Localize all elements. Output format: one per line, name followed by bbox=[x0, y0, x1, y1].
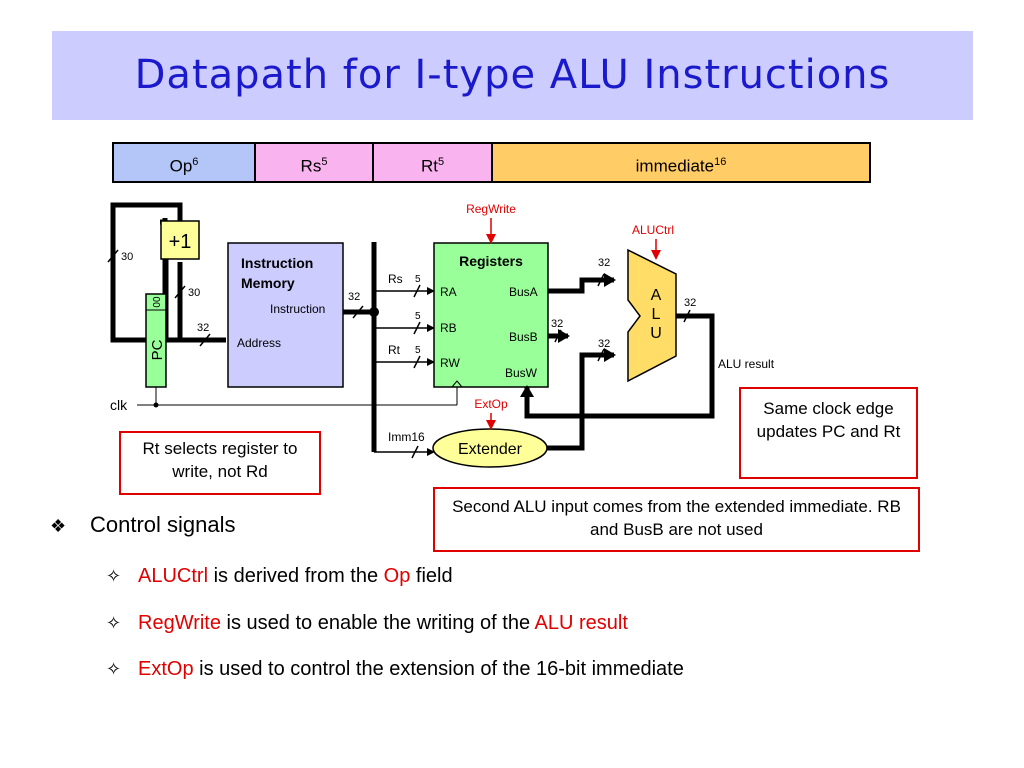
rt-select-note-text: Rt selects register to write, not Rd bbox=[142, 439, 298, 481]
pc-label: PC bbox=[149, 339, 166, 360]
sub3-mid: is used to control the extension of the … bbox=[193, 658, 684, 680]
alu-result-label: ALU result bbox=[718, 357, 775, 371]
ra-port: RA bbox=[440, 285, 457, 299]
alu bbox=[627, 248, 677, 383]
width-32-instr: 32 bbox=[348, 291, 360, 303]
field-immediate-name: immediate bbox=[635, 156, 715, 176]
title-bar: Datapath for I-type ALU Instructions bbox=[52, 31, 973, 120]
width-30b: 30 bbox=[188, 287, 200, 299]
bullet-control-signals: ❖ Control signals bbox=[50, 512, 236, 538]
width-32-busb: 32 bbox=[551, 318, 563, 330]
clock-edge-note: Same clock edge updates PC and Rt bbox=[739, 387, 918, 479]
alu-label-u: U bbox=[650, 325, 662, 342]
width-5-rb: 5 bbox=[415, 311, 421, 322]
register-file-title: Registers bbox=[459, 253, 523, 269]
field-op-name: Op bbox=[169, 156, 193, 176]
rw-port: RW bbox=[440, 356, 460, 370]
rb-port: RB bbox=[440, 321, 457, 335]
diamond-bullet-icon: ❖ bbox=[50, 516, 67, 536]
rt-wire-label: Rt bbox=[388, 343, 401, 357]
width-5-rs: 5 bbox=[415, 274, 421, 285]
sub2-red2: ALU result bbox=[534, 612, 628, 634]
sub-bullet-2: ✧ RegWrite is used to enable the writing … bbox=[106, 612, 628, 635]
alu-label-l: L bbox=[652, 306, 661, 323]
register-select-wires bbox=[374, 287, 435, 456]
aluctrl-signal: ALUCtrl bbox=[632, 223, 674, 237]
sub1-mid: is derived from the bbox=[208, 565, 384, 587]
sub2-red1: RegWrite bbox=[138, 612, 221, 634]
field-immediate-bits: 16 bbox=[714, 156, 727, 168]
alu-input-note: Second ALU input comes from the extended… bbox=[433, 487, 920, 552]
width-30a: 30 bbox=[121, 251, 133, 263]
alu-input-note-text: Second ALU input comes from the extended… bbox=[452, 497, 901, 539]
extop-signal: ExtOp bbox=[474, 397, 508, 411]
star-bullet-icon: ✧ bbox=[106, 659, 122, 679]
imem-instruction-label: Instruction bbox=[270, 302, 325, 316]
plus-one-label: +1 bbox=[169, 231, 192, 253]
clock-edge-note-text: Same clock edge updates PC and Rt bbox=[756, 399, 901, 441]
field-rs-name: Rs bbox=[300, 156, 322, 176]
sub1-post: field bbox=[410, 565, 453, 587]
clk-label: clk bbox=[110, 397, 128, 413]
width-5-rt: 5 bbox=[415, 345, 421, 356]
plus-one-box bbox=[160, 220, 200, 260]
width-32-pc: 32 bbox=[197, 322, 209, 334]
rs-wire-label: Rs bbox=[388, 272, 403, 286]
ext-to-alu-wire bbox=[547, 348, 616, 451]
sub1-red2: Op bbox=[383, 565, 411, 587]
pc-bits-label: 00 bbox=[152, 296, 163, 308]
rt-select-note: Rt selects register to write, not Rd bbox=[119, 431, 321, 495]
imem-title-1: Instruction bbox=[241, 255, 313, 271]
field-rt-bits: 5 bbox=[437, 156, 445, 168]
extender-label: Extender bbox=[458, 441, 523, 458]
field-rt: Rt5 bbox=[372, 142, 493, 183]
sub3-red1: ExtOp bbox=[138, 658, 194, 680]
alu-result-wire bbox=[520, 313, 715, 419]
field-op-bits: 6 bbox=[192, 156, 199, 168]
width-32-busa: 32 bbox=[598, 257, 610, 269]
instruction-memory bbox=[227, 242, 344, 388]
regwrite-signal: RegWrite bbox=[466, 202, 516, 216]
imem-address-label: Address bbox=[237, 336, 281, 350]
star-bullet-icon: ✧ bbox=[106, 566, 122, 586]
width-32-out: 32 bbox=[684, 297, 696, 309]
width-32-aluin2: 32 bbox=[598, 338, 610, 350]
sub-bullet-3: ✧ ExtOp is used to control the extension … bbox=[106, 658, 684, 681]
imm16-wire-label: Imm16 bbox=[388, 430, 425, 444]
field-rs: Rs5 bbox=[254, 142, 374, 183]
sub2-mid: is used to enable the writing of the bbox=[221, 612, 535, 634]
busw-port: BusW bbox=[505, 366, 538, 380]
page-title: Datapath for I-type ALU Instructions bbox=[134, 52, 891, 98]
alu-label-a: A bbox=[651, 287, 662, 304]
field-op: Op6 bbox=[112, 142, 256, 183]
field-immediate: immediate16 bbox=[491, 142, 871, 183]
register-file bbox=[433, 242, 549, 388]
imem-title-2: Memory bbox=[241, 275, 295, 291]
busb-port: BusB bbox=[509, 330, 538, 344]
sub-bullet-1: ✧ ALUCtrl is derived from the Op field bbox=[106, 565, 453, 588]
field-rs-bits: 5 bbox=[321, 156, 328, 168]
star-bullet-icon: ✧ bbox=[106, 613, 122, 633]
bullet-main-text: Control signals bbox=[90, 512, 236, 537]
busa-port: BusA bbox=[509, 285, 538, 299]
sub1-red1: ALUCtrl bbox=[138, 565, 209, 587]
field-rt-name: Rt bbox=[420, 156, 438, 176]
busa-wire bbox=[548, 273, 616, 294]
